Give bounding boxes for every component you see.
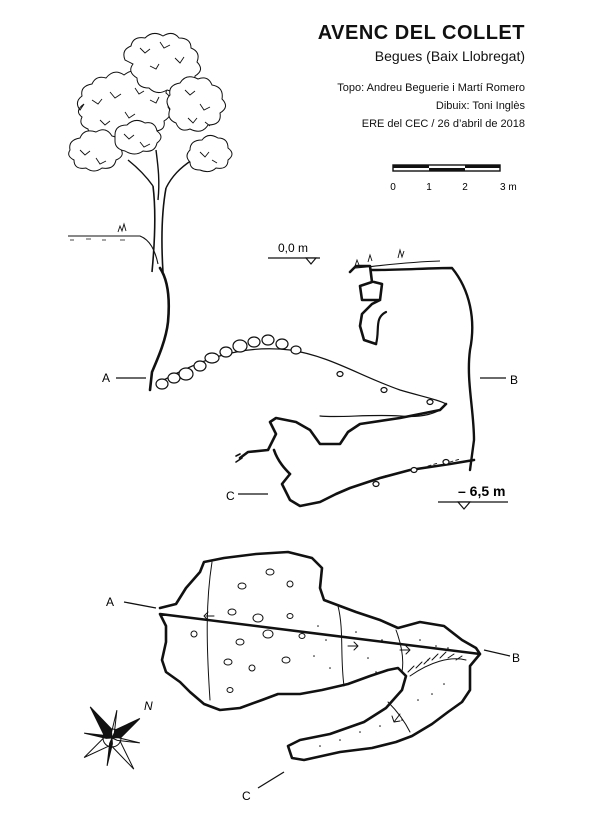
scale-bar (392, 164, 501, 172)
plan-marker-b: B (512, 651, 520, 665)
ground-surface (68, 222, 441, 269)
plan-marker-line (123, 601, 157, 609)
section-marker-b: B (510, 373, 518, 387)
plan-marker-line (483, 649, 511, 657)
scale-tick-label: 0 (390, 182, 396, 193)
plan-sediment (313, 625, 449, 747)
group-date-credit: ERE del CEC / 26 d’abril de 2018 (361, 118, 525, 130)
plan-boulders (190, 568, 306, 693)
compass-rose-icon (83, 706, 141, 770)
level-marker-bottom (438, 501, 508, 510)
survey-title: AVENC DEL COLLET (317, 22, 525, 44)
scale-tick-label: 1 (426, 182, 432, 193)
level-marker-top (268, 257, 320, 265)
cave-profile-section (148, 264, 476, 508)
plan-marker-a: A (106, 595, 114, 609)
topo-credit: Topo: Andreu Beguerie i Martí Romero (337, 82, 525, 94)
section-marker-a: A (102, 371, 110, 385)
survey-location: Begues (Baix Llobregat) (374, 48, 525, 64)
section-marker-c: C (226, 489, 235, 503)
scale-tick-label: 2 (462, 182, 468, 193)
scale-tick-label: 3 m (500, 182, 517, 193)
cave-plan-view (158, 550, 482, 762)
north-label: N (144, 699, 153, 713)
tree-illustration (68, 32, 233, 273)
plan-marker-line (257, 771, 285, 789)
plan-marker-c: C (242, 789, 251, 803)
level-bottom-label: – 6,5 m (458, 483, 505, 499)
level-top-label: 0,0 m (278, 241, 308, 255)
drawing-credit: Dibuix: Toni Inglès (435, 100, 525, 112)
boulder-chain (155, 334, 450, 488)
